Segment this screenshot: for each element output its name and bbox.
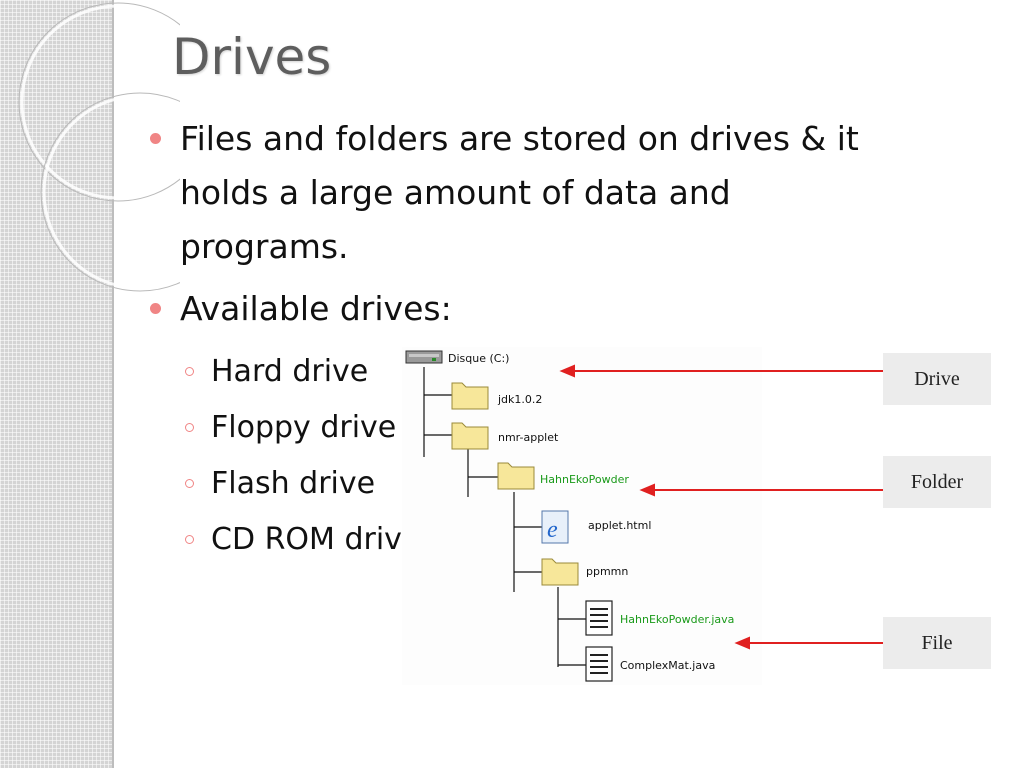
sub-bullet-item: CD ROM drive — [148, 512, 928, 568]
bullet-text: Available drives: — [180, 289, 452, 328]
bullet-text: Files and folders are stored on drives &… — [180, 119, 859, 266]
page-title: Drives — [172, 28, 332, 86]
tree-label-drive: Disque (C:) — [448, 352, 509, 365]
folder-icon — [541, 558, 579, 586]
sub-bullet-item: Floppy drive — [148, 400, 928, 456]
tree-label-complexmat-java: ComplexMat.java — [620, 659, 715, 672]
bullet-dot — [150, 303, 161, 314]
sub-bullet-item: Hard drive — [148, 344, 928, 400]
tree-label-hahnekopowder-java: HahnEkoPowder.java — [620, 613, 734, 626]
arrow-head — [639, 483, 655, 497]
file-tree-diagram: Disque (C:) jdk1.0.2 nmr-applet HahnEkoP… — [402, 347, 762, 685]
tree-label-applet-html: applet.html — [588, 519, 651, 532]
svg-text:e: e — [547, 517, 558, 543]
tree-label-hahnekopowder: HahnEkoPowder — [540, 473, 629, 486]
folder-icon — [451, 382, 489, 410]
document-icon — [585, 600, 613, 636]
sub-bullet-text: Floppy drive — [211, 410, 397, 445]
tree-label-nmr-applet: nmr-applet — [498, 431, 559, 444]
bullet-dot — [150, 133, 161, 144]
sub-bullet-ring — [185, 367, 194, 376]
sub-bullet-text: Flash drive — [211, 466, 376, 501]
bullet-item: Available drives: — [148, 282, 928, 336]
folder-icon — [451, 422, 489, 450]
folder-icon — [497, 462, 535, 490]
sub-bullet-text: Hard drive — [211, 354, 369, 389]
document-icon — [585, 646, 613, 682]
sub-bullet-ring — [185, 535, 194, 544]
hard-drive-icon — [405, 350, 443, 364]
tree-label-ppmmn: ppmmn — [586, 565, 628, 578]
bullet-list: Files and folders are stored on drives &… — [148, 112, 928, 568]
sub-bullet-ring — [185, 479, 194, 488]
sub-bullet-text: CD ROM drive — [211, 522, 421, 557]
tree-label-jdk: jdk1.0.2 — [497, 393, 542, 406]
label-file: File — [883, 617, 991, 669]
label-drive: Drive — [883, 353, 991, 405]
html-file-icon: e — [541, 510, 569, 544]
tree-connectors — [423, 367, 586, 667]
arrow-head — [559, 364, 575, 378]
sub-bullet-item: Flash drive — [148, 456, 928, 512]
bullet-item: Files and folders are stored on drives &… — [148, 112, 928, 274]
arrow-head — [734, 636, 750, 650]
sub-bullet-ring — [185, 423, 194, 432]
label-folder: Folder — [883, 456, 991, 508]
decorative-circles — [18, 2, 180, 292]
sidebar-texture — [0, 0, 114, 768]
